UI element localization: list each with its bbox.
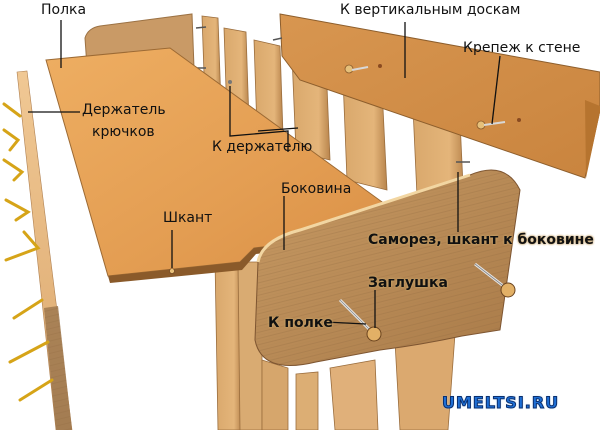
label-dowel: Шкант (163, 210, 213, 226)
label-hook-holder-line1: Держатель (82, 102, 166, 118)
board-screws (195, 26, 470, 163)
label-to-shelf: К полке (268, 315, 333, 331)
lower-legs (214, 259, 456, 431)
label-to-holder: К держателю (212, 139, 313, 155)
hooks (2, 102, 54, 402)
label-hook-holder-line2: крючков (92, 124, 155, 140)
label-wall-mount: Крепеж к стене (463, 40, 581, 56)
hook-holder-bar (16, 70, 73, 431)
leader-lines (28, 20, 501, 328)
label-to-vertical-boards: К вертикальным доскам (340, 2, 521, 18)
side-panel (254, 169, 521, 366)
top-rail-board (279, 13, 600, 179)
label-side-panel: Боковина (281, 181, 352, 197)
label-shelf: Полка (41, 2, 87, 18)
label-screw-dowel-to-side: Саморез, шкант к боковине (368, 232, 594, 248)
watermark-logo: UMELTSI.RU (441, 393, 560, 413)
label-plug: Заглушка (368, 275, 448, 291)
